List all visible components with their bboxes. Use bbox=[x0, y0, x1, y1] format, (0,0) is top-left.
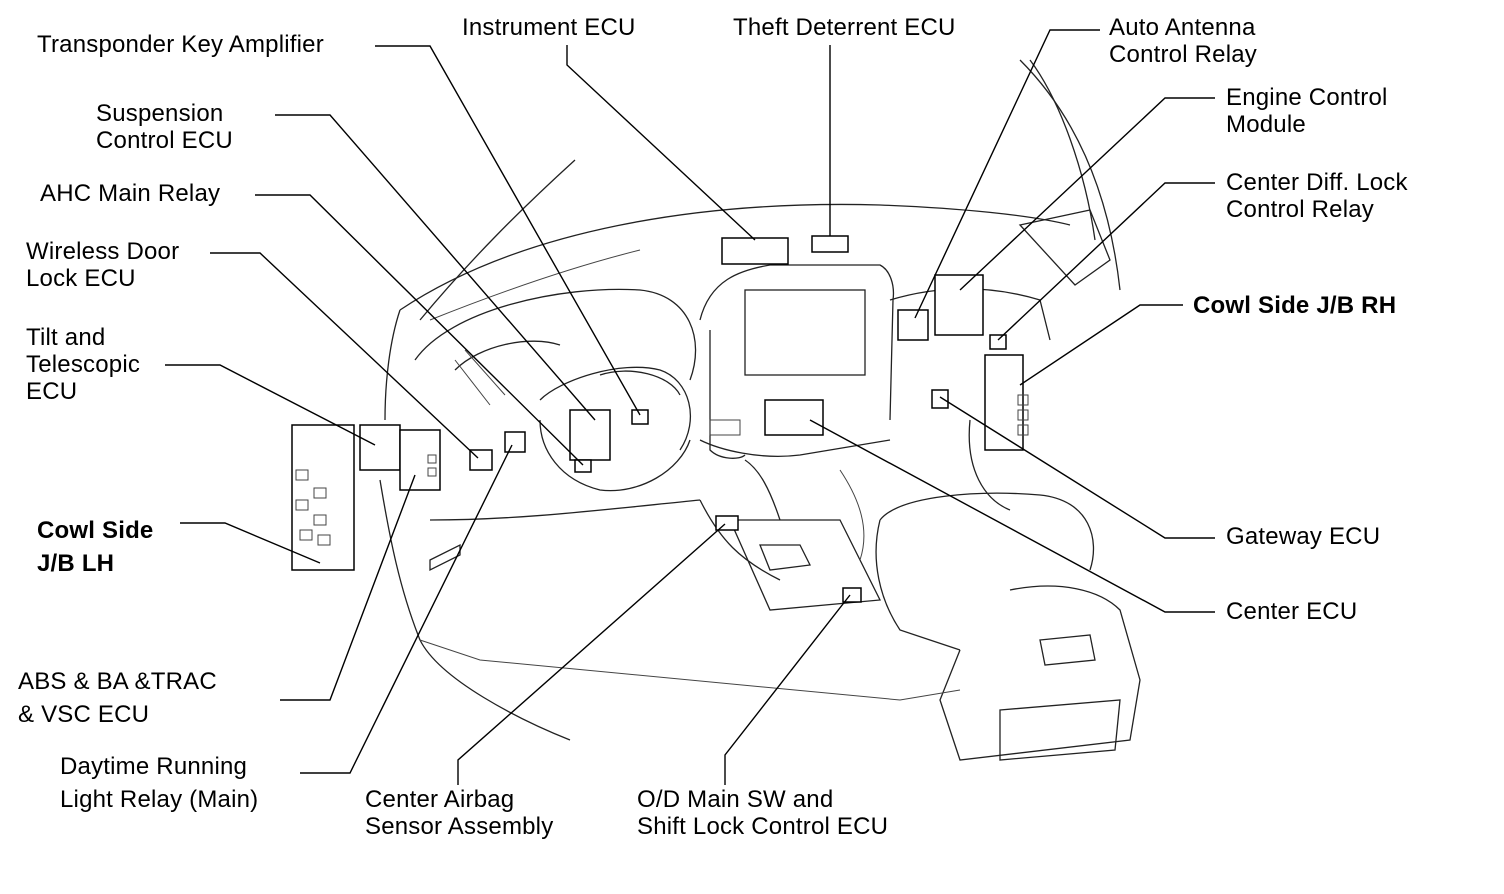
label-line-1: Engine Control bbox=[1226, 84, 1388, 111]
label-line-1: ABS & BA &TRAC bbox=[18, 668, 217, 695]
cowl-side-jb-rh-part bbox=[984, 354, 1024, 451]
label-text: Center ECU bbox=[1226, 598, 1358, 625]
leader-transponder-key-amplifier bbox=[375, 45, 641, 416]
leader-center-ecu bbox=[809, 419, 1215, 613]
leader-od-main-sw bbox=[724, 594, 851, 785]
label-line-1: Center Airbag bbox=[365, 786, 515, 813]
ahc-main-relay-part bbox=[574, 459, 592, 473]
label-transponder-key-amplifier: Transponder Key Amplifier bbox=[37, 31, 324, 58]
label-abs-ba-trac-vsc-ecu: ABS & BA &TRAC & VSC ECU bbox=[18, 665, 217, 731]
leader-suspension-control-ecu bbox=[275, 114, 596, 421]
label-line-2: Control Relay bbox=[1226, 196, 1374, 223]
leader-abs-ecu bbox=[280, 474, 416, 701]
label-line-3: ECU bbox=[26, 378, 78, 405]
label-line-2: Light Relay (Main) bbox=[60, 786, 259, 813]
label-line-1: Tilt and bbox=[26, 324, 106, 351]
center-ecu-part bbox=[764, 399, 824, 436]
label-text: Theft Deterrent ECU bbox=[733, 14, 956, 41]
label-line-2: Module bbox=[1226, 111, 1306, 138]
label-center-ecu: Center ECU bbox=[1226, 598, 1357, 625]
label-od-main-sw-shift-lock-ecu: O/D Main SW and Shift Lock Control ECU bbox=[637, 786, 888, 840]
leader-ahc-main-relay bbox=[255, 194, 584, 466]
label-text: AHC Main Relay bbox=[40, 180, 221, 207]
label-gateway-ecu: Gateway ECU bbox=[1226, 523, 1380, 550]
label-auto-antenna-control-relay: Auto Antenna Control Relay bbox=[1109, 14, 1257, 68]
component-parts bbox=[291, 235, 1029, 603]
label-text: Transponder Key Amplifier bbox=[37, 31, 324, 58]
label-daytime-running-light-relay: Daytime Running Light Relay (Main) bbox=[60, 750, 258, 816]
leader-tilt-telescopic-ecu bbox=[165, 364, 376, 446]
label-instrument-ecu: Instrument ECU bbox=[462, 14, 636, 41]
abs-ecu-part bbox=[399, 429, 441, 491]
gateway-ecu-part bbox=[931, 389, 949, 409]
label-line-1: Center Diff. Lock bbox=[1226, 169, 1408, 196]
transponder-key-amplifier-part bbox=[631, 409, 649, 425]
leader-daytime-running-light bbox=[300, 444, 513, 774]
instrument-ecu-part bbox=[721, 237, 789, 265]
label-suspension-control-ecu: Suspension Control ECU bbox=[96, 100, 233, 154]
leader-center-airbag-sensor bbox=[457, 523, 726, 785]
label-engine-control-module: Engine Control Module bbox=[1226, 84, 1388, 138]
label-line-1: Wireless Door bbox=[26, 238, 180, 265]
label-theft-deterrent-ecu: Theft Deterrent ECU bbox=[733, 14, 956, 41]
label-line-2: Lock ECU bbox=[26, 265, 136, 292]
label-line-2: Control Relay bbox=[1109, 41, 1257, 68]
label-line-1: Auto Antenna bbox=[1109, 14, 1256, 41]
label-ahc-main-relay: AHC Main Relay bbox=[40, 180, 220, 207]
label-text: Instrument ECU bbox=[462, 14, 636, 41]
label-line-2: Shift Lock Control ECU bbox=[637, 813, 889, 840]
label-center-diff-lock-control-relay: Center Diff. Lock Control Relay bbox=[1226, 169, 1408, 223]
label-line-2: J/B LH bbox=[37, 550, 115, 577]
theft-deterrent-ecu-part bbox=[811, 235, 849, 253]
label-text: Gateway ECU bbox=[1226, 523, 1381, 550]
auto-antenna-relay-part bbox=[897, 309, 929, 341]
label-line-2: Sensor Assembly bbox=[365, 813, 554, 840]
label-cowl-side-jb-lh: Cowl Side J/B LH bbox=[37, 514, 153, 580]
center-airbag-sensor-part bbox=[715, 515, 739, 531]
leader-wireless-door-lock-ecu bbox=[210, 252, 479, 459]
label-wireless-door-lock-ecu: Wireless Door Lock ECU bbox=[26, 238, 179, 292]
leader-auto-antenna bbox=[914, 29, 1100, 319]
leader-cowl-side-jb-rh bbox=[1019, 304, 1183, 386]
label-line-1: Suspension bbox=[96, 100, 224, 127]
leader-gateway-ecu bbox=[939, 396, 1215, 539]
label-line-1: Cowl Side bbox=[37, 517, 154, 544]
leader-lines bbox=[165, 29, 1215, 785]
label-line-1: O/D Main SW and bbox=[637, 786, 834, 813]
label-center-airbag-sensor-assembly: Center Airbag Sensor Assembly bbox=[365, 786, 553, 840]
daytime-running-light-relay-part bbox=[504, 431, 526, 453]
leader-center-diff-lock bbox=[997, 182, 1215, 341]
label-line-2: & VSC ECU bbox=[18, 701, 150, 728]
tilt-telescopic-ecu-part bbox=[359, 424, 401, 471]
label-line-2: Telescopic bbox=[26, 351, 141, 378]
label-cowl-side-jb-rh: Cowl Side J/B RH bbox=[1193, 292, 1396, 319]
label-line-1: Daytime Running bbox=[60, 753, 248, 780]
cowl-side-jb-lh-part bbox=[291, 424, 355, 571]
label-tilt-and-telescopic-ecu: Tilt and Telescopic ECU bbox=[26, 324, 140, 405]
leader-cowl-side-jb-lh bbox=[180, 522, 321, 564]
leader-instrument-ecu bbox=[566, 45, 756, 241]
suspension-control-ecu-part bbox=[569, 409, 611, 461]
label-line-2: Control ECU bbox=[96, 127, 233, 154]
leader-engine-control-module bbox=[959, 97, 1215, 291]
dashboard-outline bbox=[379, 59, 1141, 761]
label-text: Cowl Side J/B RH bbox=[1193, 292, 1397, 319]
center-diff-lock-relay-part bbox=[989, 334, 1007, 350]
engine-control-module-part bbox=[934, 274, 984, 336]
